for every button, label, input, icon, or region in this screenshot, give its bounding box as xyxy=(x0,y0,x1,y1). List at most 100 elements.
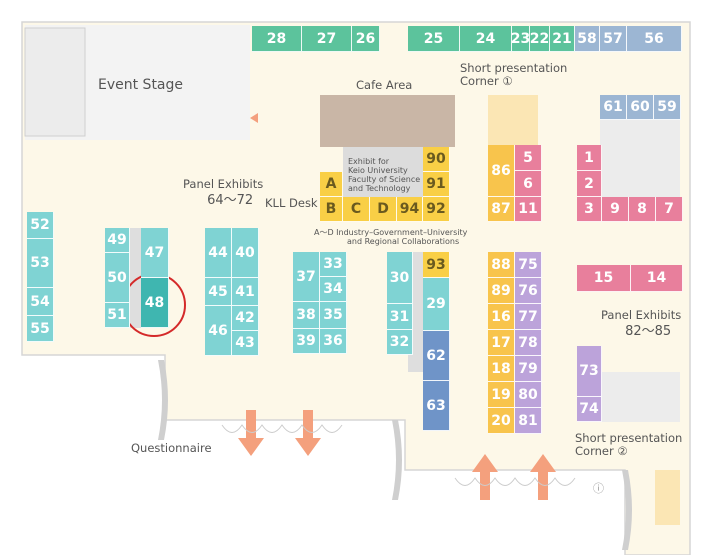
booth-32[interactable]: 32 xyxy=(387,330,413,355)
pillar-mid xyxy=(392,420,402,500)
booth-80[interactable]: 80 xyxy=(515,382,542,408)
booth-45[interactable]: 45 xyxy=(205,278,232,306)
booth-33[interactable]: 33 xyxy=(320,252,347,277)
booth-56[interactable]: 56 xyxy=(627,26,682,52)
booth-15[interactable]: 15 xyxy=(577,265,631,292)
booth-31[interactable]: 31 xyxy=(387,304,413,330)
booth-54[interactable]: 54 xyxy=(27,288,54,316)
booth-5[interactable]: 5 xyxy=(515,145,542,171)
booth-42[interactable]: 42 xyxy=(232,306,259,331)
booth-28[interactable]: 28 xyxy=(252,26,302,52)
arrow-up-2 xyxy=(530,454,556,500)
booth-52[interactable]: 52 xyxy=(27,212,54,239)
booth-41[interactable]: 41 xyxy=(232,278,259,306)
arrow-up-1 xyxy=(472,454,498,500)
booth-75[interactable]: 75 xyxy=(515,252,542,278)
arrow-left-small xyxy=(250,113,258,123)
info-icon: ⓘ xyxy=(593,482,604,495)
booth-81[interactable]: 81 xyxy=(515,408,542,434)
booth-46[interactable]: 46 xyxy=(205,306,232,356)
booth-14[interactable]: 14 xyxy=(631,265,683,292)
booth-89[interactable]: 89 xyxy=(488,278,515,304)
booth-50[interactable]: 50 xyxy=(105,253,130,303)
booth-90[interactable]: 90 xyxy=(423,147,450,172)
booth-8[interactable]: 8 xyxy=(629,197,656,222)
event-stage-label: Event Stage xyxy=(98,77,184,93)
booth-26[interactable]: 26 xyxy=(352,26,380,52)
booth-61[interactable]: 61 xyxy=(600,95,627,120)
booth-17[interactable]: 17 xyxy=(488,330,515,356)
booth-78[interactable]: 78 xyxy=(515,330,542,356)
door-arcs xyxy=(221,424,576,486)
booth-73[interactable]: 73 xyxy=(577,346,602,397)
cafe-area xyxy=(320,95,455,147)
booth-30[interactable]: 30 xyxy=(387,252,413,304)
booth-16[interactable]: 16 xyxy=(488,304,515,330)
booth-58[interactable]: 58 xyxy=(575,26,600,52)
booth-b[interactable]: B xyxy=(320,197,343,222)
arrow-down-2 xyxy=(295,410,321,456)
booth-19[interactable]: 19 xyxy=(488,382,515,408)
booth-c[interactable]: C xyxy=(343,197,370,222)
booth-55[interactable]: 55 xyxy=(27,316,54,342)
booth-11[interactable]: 11 xyxy=(515,197,542,222)
booth-44[interactable]: 44 xyxy=(205,228,232,278)
booth-27[interactable]: 27 xyxy=(302,26,352,52)
booth-51[interactable]: 51 xyxy=(105,303,130,328)
booth-29[interactable]: 29 xyxy=(423,278,450,331)
booth-a[interactable]: A xyxy=(320,172,343,197)
grey-block-right-bottom xyxy=(600,372,680,422)
grey-block-left xyxy=(129,228,141,328)
booth-79[interactable]: 79 xyxy=(515,356,542,382)
arrow-down-1 xyxy=(238,410,264,456)
booth-22[interactable]: 22 xyxy=(530,26,550,52)
booth-34[interactable]: 34 xyxy=(320,277,347,302)
booth-47[interactable]: 47 xyxy=(141,228,169,278)
booth-62[interactable]: 62 xyxy=(423,331,450,381)
booth-1[interactable]: 1 xyxy=(577,145,602,171)
booth-43[interactable]: 43 xyxy=(232,331,259,356)
booth-38[interactable]: 38 xyxy=(293,302,320,329)
booth-3[interactable]: 3 xyxy=(577,197,602,222)
panel-exhibits-right-label: Panel Exhibits 82～85 xyxy=(601,308,682,339)
booth-40[interactable]: 40 xyxy=(232,228,259,278)
booth-87[interactable]: 87 xyxy=(488,197,515,222)
booth-36[interactable]: 36 xyxy=(320,329,347,354)
booth-23[interactable]: 23 xyxy=(511,26,530,52)
booth-94[interactable]: 94 xyxy=(397,197,423,222)
booth-21[interactable]: 21 xyxy=(550,26,575,52)
booth-60[interactable]: 60 xyxy=(627,95,654,120)
booth-59[interactable]: 59 xyxy=(654,95,681,120)
booth-76[interactable]: 76 xyxy=(515,278,542,304)
booth-53[interactable]: 53 xyxy=(27,239,54,288)
booth-20[interactable]: 20 xyxy=(488,408,515,434)
booth-48[interactable]: 48 xyxy=(141,278,169,328)
booth-77[interactable]: 77 xyxy=(515,304,542,330)
booth-6[interactable]: 6 xyxy=(515,171,542,197)
booth-92[interactable]: 92 xyxy=(423,197,450,222)
booth-d[interactable]: D xyxy=(370,197,397,222)
booth-24[interactable]: 24 xyxy=(460,26,512,52)
booth-37[interactable]: 37 xyxy=(293,252,320,302)
booth-18[interactable]: 18 xyxy=(488,356,515,382)
booth-39[interactable]: 39 xyxy=(293,329,320,354)
booth-74[interactable]: 74 xyxy=(577,397,602,422)
booth-93[interactable]: 93 xyxy=(423,252,450,278)
booth-25[interactable]: 25 xyxy=(408,26,460,52)
booth-63[interactable]: 63 xyxy=(423,381,450,431)
booth-9[interactable]: 9 xyxy=(602,197,629,222)
booth-57[interactable]: 57 xyxy=(600,26,627,52)
booth-7[interactable]: 7 xyxy=(656,197,683,222)
booth-88[interactable]: 88 xyxy=(488,252,515,278)
booth-49[interactable]: 49 xyxy=(105,228,130,253)
booth-91[interactable]: 91 xyxy=(423,172,450,197)
booth-35[interactable]: 35 xyxy=(320,302,347,329)
booth-2[interactable]: 2 xyxy=(577,171,602,197)
exhibit-keio-area xyxy=(343,147,423,197)
booth-86[interactable]: 86 xyxy=(488,145,515,197)
